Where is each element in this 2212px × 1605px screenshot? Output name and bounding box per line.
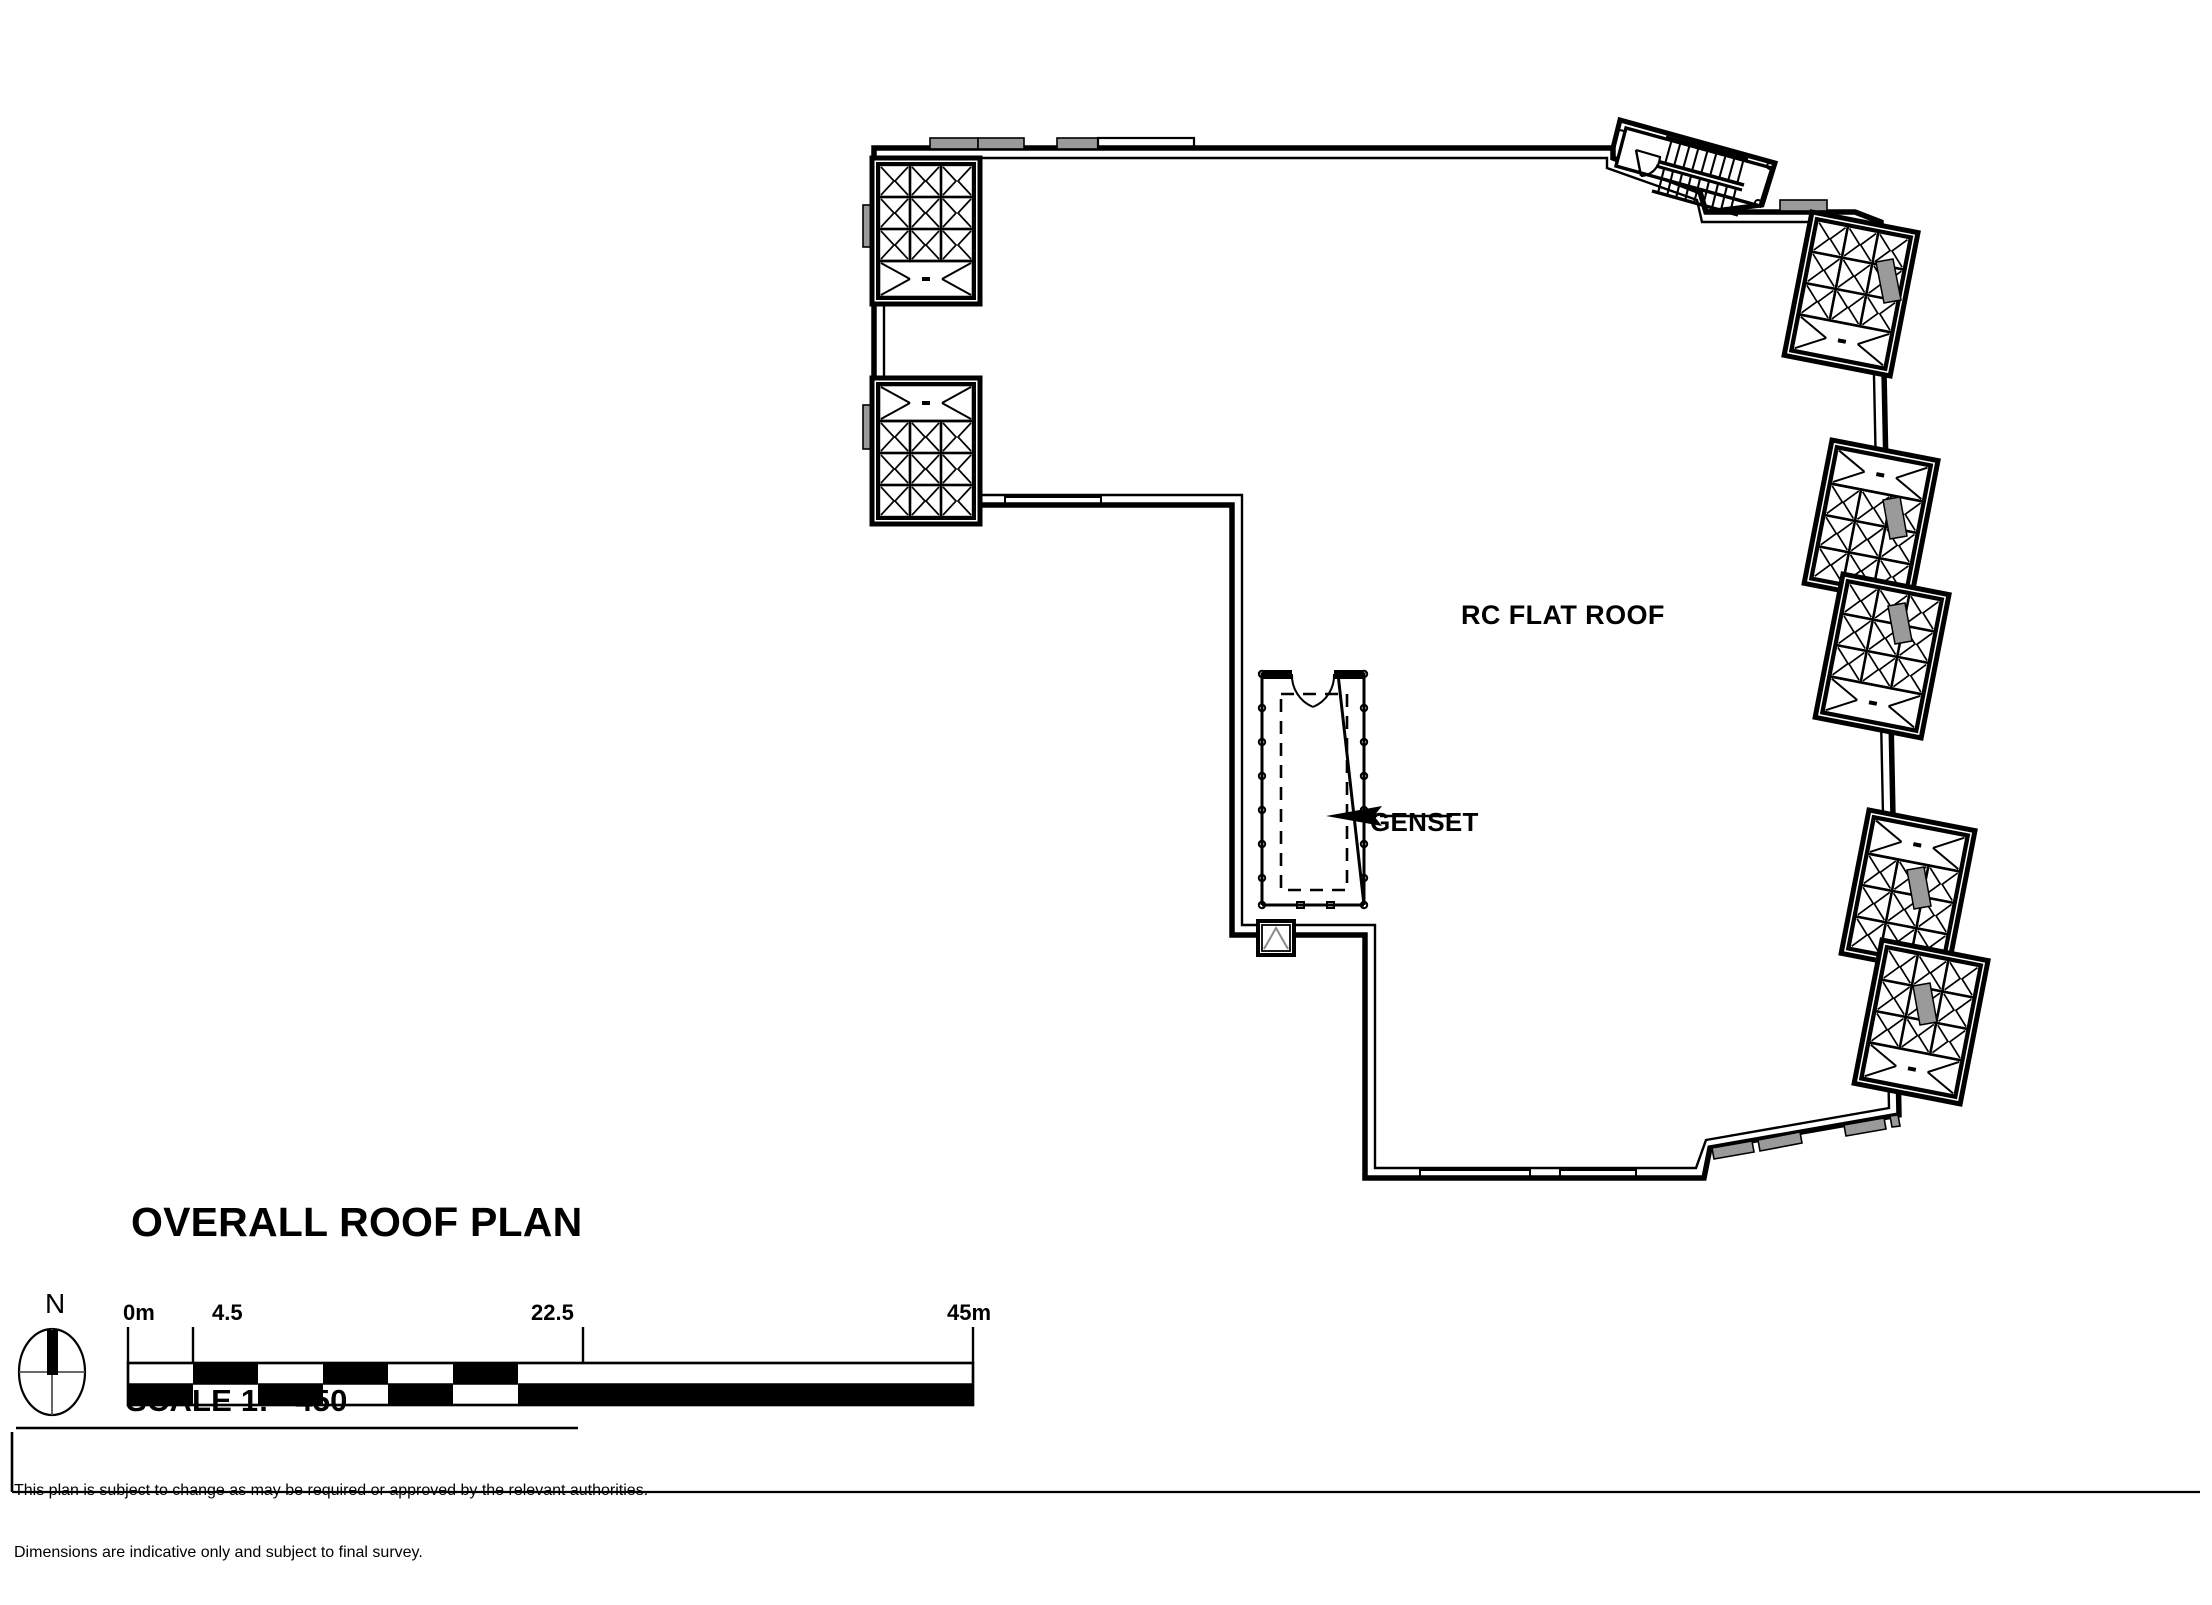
drawing-sheet: RC FLAT ROOF GENSET OVERALL ROOF PLAN N … (10, 116, 2200, 1561)
roof-type-label: RC FLAT ROOF (1461, 600, 1665, 630)
parapet-markers (929, 137, 1828, 212)
roof-hatch-geometry (1256, 919, 1296, 957)
scale-tick-0: 0m (123, 1300, 155, 1325)
stair-core-geometry (1613, 125, 1775, 217)
disclaimer-line-1: This plan is subject to change as may be… (14, 1481, 649, 1499)
scale-tick-4-5: 4.5 (212, 1300, 243, 1325)
disclaimer-block: This plan is subject to change as may be… (14, 1439, 648, 1605)
compass-rose-geometry (17, 1327, 87, 1417)
roof-unit-2 (872, 378, 980, 524)
north-label: N (45, 1288, 66, 1319)
roof-plan-drawing (10, 116, 2200, 1494)
scale-bar-geometry (126, 1327, 975, 1407)
page-title: OVERALL ROOF PLAN (131, 1199, 583, 1245)
disclaimer-line-2: Dimensions are indicative only and subje… (14, 1543, 423, 1561)
scale-ratio-text: SCALE 1: 450 (126, 1383, 348, 1418)
scale-tick-22-5: 22.5 (531, 1300, 574, 1325)
genset-label: GENSET (1370, 807, 1479, 837)
roof-unit-1 (872, 158, 980, 304)
roof-unit-5 (1815, 574, 1949, 738)
genset-enclosure (1257, 669, 1452, 910)
scale-tick-45m: 45m (947, 1300, 992, 1325)
